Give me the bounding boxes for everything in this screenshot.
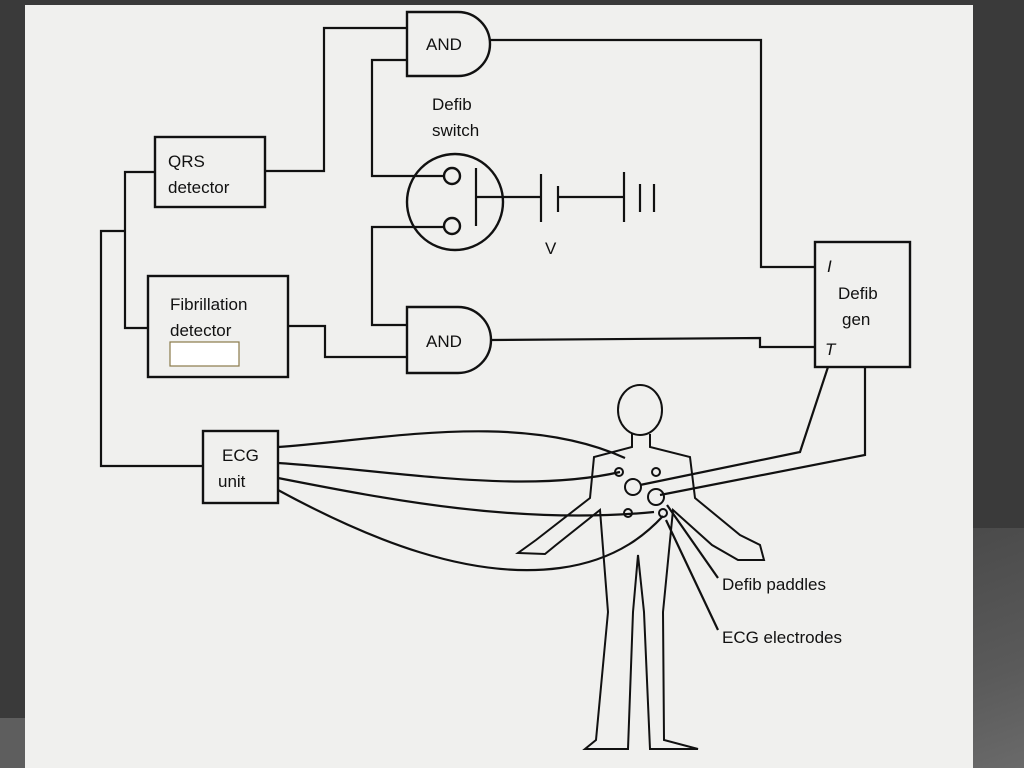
ecg-lead-2	[277, 461, 621, 483]
paddle-cable-1	[639, 366, 830, 487]
ecg-unit-box	[201, 429, 280, 505]
defib-switch-circle[interactable]	[405, 152, 505, 252]
electrodes-leader	[665, 519, 719, 631]
paddle-cable-2	[659, 367, 867, 497]
wire-and-top-to-gen	[490, 38, 815, 269]
ecg-lead-1	[277, 430, 626, 460]
ecg-electrode-3	[623, 508, 633, 518]
background-accent	[964, 528, 1024, 768]
diagram-paper	[25, 5, 973, 768]
defib-paddles-annotation: Defib paddles	[722, 575, 826, 594]
wire-bus-to-detectors	[123, 170, 155, 330]
paddles-leader	[666, 504, 719, 579]
wire-qrs-to-and	[265, 26, 407, 173]
qrs-detector-label-1: QRS	[168, 152, 205, 171]
ecg-electrodes-annotation: ECG electrodes	[722, 628, 842, 647]
switch-contact-bottom	[442, 216, 462, 236]
wire-switch-to-and-top	[370, 58, 444, 178]
ecg-electrode-2	[651, 467, 661, 477]
defib-gen-input-t: T	[825, 340, 837, 359]
figure-body-outline	[515, 434, 766, 750]
and-gate-top	[405, 10, 492, 78]
switch-contact-top	[442, 166, 462, 186]
battery-voltage-label: V	[545, 239, 557, 258]
wire-ecg-to-bus	[99, 229, 203, 468]
ecg-electrode-4	[658, 508, 668, 518]
figure-head	[617, 384, 663, 436]
wire-fib-to-and	[288, 324, 407, 359]
qrs-detector-label-2: detector	[168, 178, 230, 197]
ecg-lead-4	[277, 489, 664, 572]
defib-gen-label-1: Defib	[838, 284, 878, 303]
defib-gen-label-2: gen	[842, 310, 870, 329]
defib-paddle-2	[647, 488, 665, 506]
and-gate-bottom-label: AND	[426, 332, 462, 351]
defib-gen-box	[813, 240, 912, 369]
defib-paddle-1	[624, 478, 642, 496]
defib-switch-label-2: switch	[432, 121, 479, 140]
defib-switch-label-1: Defib	[432, 95, 472, 114]
fibrillation-detector-label-1: Fibrillation	[170, 295, 247, 314]
fibrillation-detector-label-2: detector	[170, 321, 232, 340]
and-gate-bottom	[405, 305, 493, 375]
ecg-lead-3	[277, 476, 655, 517]
wire-and-bottom-to-gen	[490, 336, 815, 349]
defib-gen-input-i: I	[827, 257, 832, 276]
and-gate-top-label: AND	[426, 35, 462, 54]
ecg-unit-label-1: ECG	[222, 446, 259, 465]
wire-switch-to-and-bottom	[370, 225, 444, 327]
highlight-box[interactable]	[169, 341, 240, 367]
ecg-electrode-1	[614, 467, 624, 477]
ecg-unit-label-2: unit	[218, 472, 246, 491]
